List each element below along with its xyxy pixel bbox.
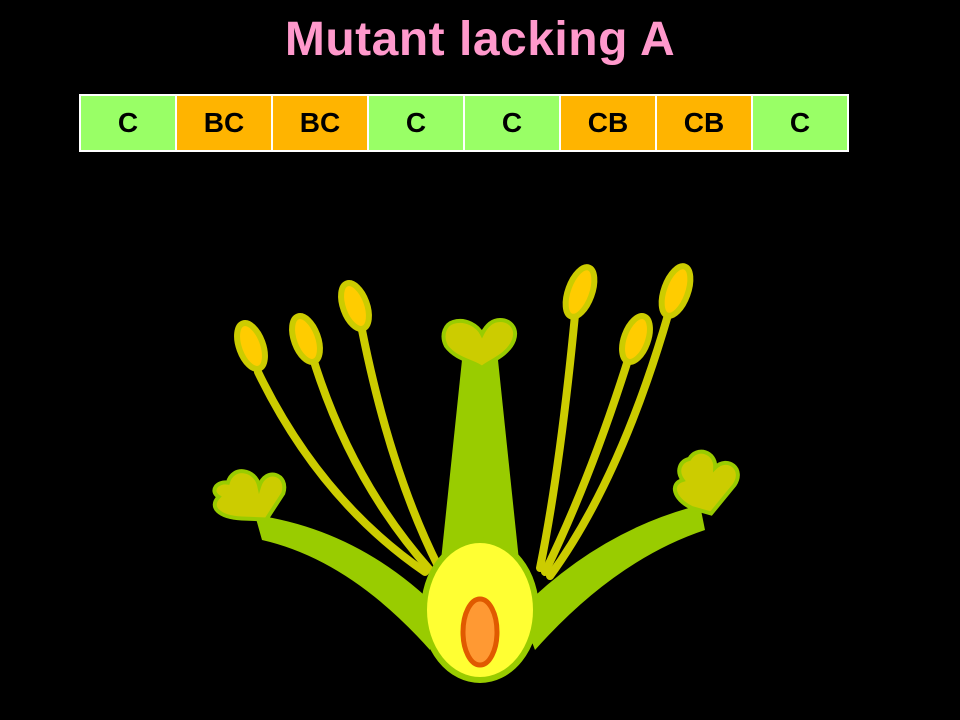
- stamen-filament: [308, 351, 434, 574]
- stamen-filaments: [254, 311, 672, 580]
- stamen-filament: [546, 311, 672, 580]
- anther: [234, 320, 268, 372]
- stamen-filament: [541, 356, 632, 576]
- diagram-title: Mutant lacking A: [284, 13, 676, 66]
- ovule: [460, 596, 500, 668]
- whorl-code-cell: CB: [561, 96, 657, 150]
- stamen-filament: [358, 326, 442, 570]
- central-carpel: [440, 317, 520, 570]
- whorl-code-cell: BC: [177, 96, 273, 150]
- whorl-code-cell: C: [753, 96, 847, 150]
- stamen-anthers: [234, 263, 694, 372]
- left-carpelloid-sepal: [212, 469, 440, 650]
- anther: [289, 313, 323, 365]
- anther: [562, 264, 598, 320]
- ovary: [421, 537, 539, 683]
- stamen-filament: [536, 311, 579, 572]
- anther: [619, 313, 653, 365]
- whorl-code-cell: BC: [273, 96, 369, 150]
- right-carpelloid-sepal: [520, 449, 740, 650]
- whorl-code-cell: CB: [657, 96, 753, 150]
- whorl-code-cell: C: [465, 96, 561, 150]
- anther: [338, 280, 372, 332]
- anther: [658, 263, 694, 319]
- whorl-code-cell: C: [81, 96, 177, 150]
- stamen-filament: [254, 368, 429, 576]
- whorl-code-cell: C: [369, 96, 465, 150]
